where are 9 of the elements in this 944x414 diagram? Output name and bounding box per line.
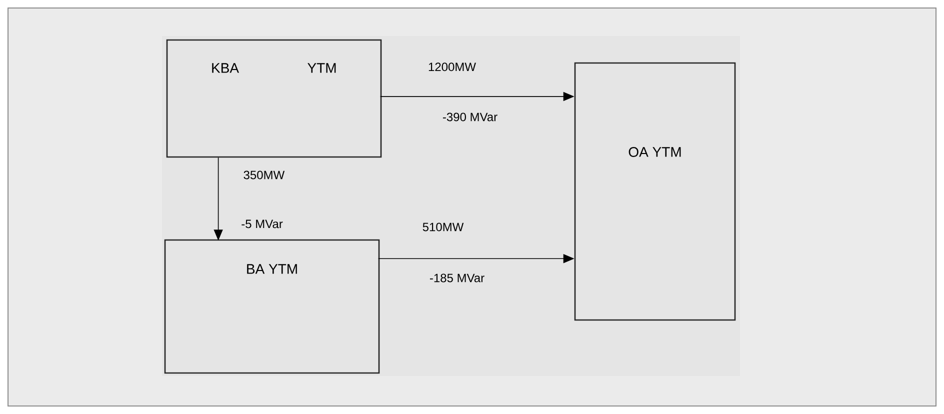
edge-label: 350MW bbox=[244, 170, 285, 180]
edge-label: 1200MW bbox=[428, 62, 476, 72]
edge-label: 510MW bbox=[422, 222, 464, 232]
flow-label: -390 MVar bbox=[442, 112, 498, 122]
process-box: BA YTM bbox=[164, 239, 380, 374]
flow-label: -5 MVar bbox=[242, 220, 283, 228]
process-box: KBA YTM bbox=[166, 39, 382, 158]
flow-label: -185 MVar bbox=[430, 274, 484, 282]
process-box: OA YTM bbox=[574, 62, 736, 321]
